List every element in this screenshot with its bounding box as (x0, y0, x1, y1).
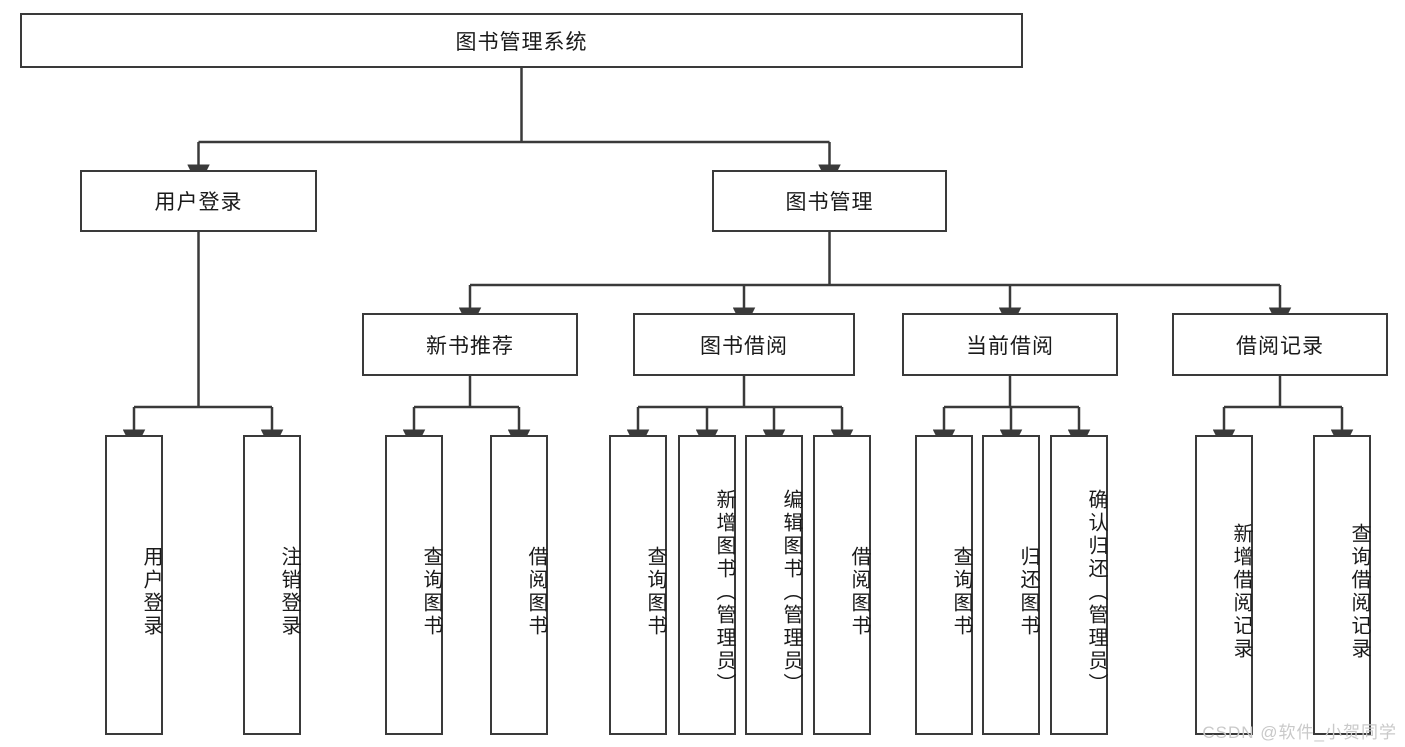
node-l-addrec[interactable]: 新增借阅记录 (1195, 435, 1253, 735)
node-l-edit[interactable]: 编辑图书（管理员） (745, 435, 803, 735)
node-l-query1[interactable]: 查询图书 (385, 435, 443, 735)
node-root[interactable]: 图书管理系统 (20, 13, 1023, 68)
node-newbook[interactable]: 新书推荐 (362, 313, 578, 376)
watermark-label: CSDN @软件_小贺同学 (1202, 723, 1397, 742)
node-l-borrow1[interactable]: 借阅图书 (490, 435, 548, 735)
node-bookmgr[interactable]: 图书管理 (712, 170, 947, 232)
node-l-return[interactable]: 归还图书 (982, 435, 1040, 735)
node-l-add[interactable]: 新增图书（管理员） (678, 435, 736, 735)
node-l-query3[interactable]: 查询图书 (915, 435, 973, 735)
connector-lines (122, 68, 1354, 452)
node-l-logout[interactable]: 注销登录 (243, 435, 301, 735)
node-l-confirm[interactable]: 确认归还（管理员） (1050, 435, 1108, 735)
node-current[interactable]: 当前借阅 (902, 313, 1118, 376)
node-l-borrow2[interactable]: 借阅图书 (813, 435, 871, 735)
node-l-login[interactable]: 用户登录 (105, 435, 163, 735)
node-records[interactable]: 借阅记录 (1172, 313, 1388, 376)
node-login[interactable]: 用户登录 (80, 170, 317, 232)
node-l-queryrec[interactable]: 查询借阅记录 (1313, 435, 1371, 735)
node-l-query2[interactable]: 查询图书 (609, 435, 667, 735)
node-borrow[interactable]: 图书借阅 (633, 313, 855, 376)
